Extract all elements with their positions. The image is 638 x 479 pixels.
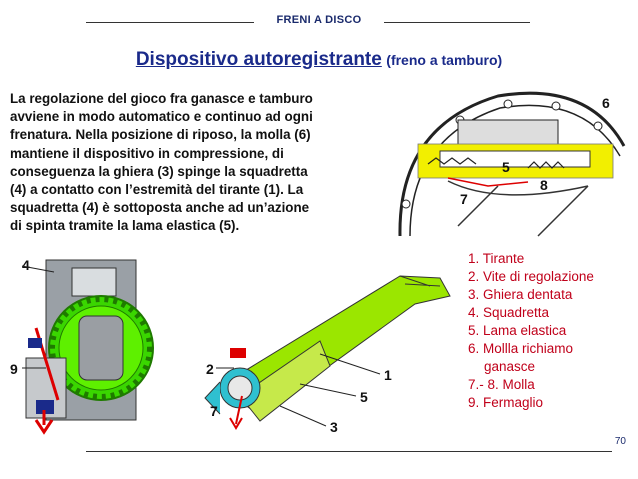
legend-item: 3. Ghiera dentata	[468, 287, 573, 302]
paragraph-line: squadretta (4) è sottoposta anche ad un’…	[10, 200, 310, 216]
drum-brake-figure: 6 5 7 8	[398, 91, 626, 237]
adjuster-rod-figure: 2 1 5 7 3	[204, 275, 451, 435]
slide-title: Dispositivo autoregistrante (freno a tam…	[0, 49, 638, 71]
legend-item: 7.- 8. Molla	[468, 377, 535, 392]
legend-item: 5. Lama elastica	[468, 323, 567, 338]
drum-label-7: 7	[460, 191, 468, 207]
drum-label-6: 6	[602, 95, 610, 111]
rod-label-3: 3	[330, 419, 338, 435]
legend-item: 4. Squadretta	[468, 305, 550, 320]
rod-label-7: 7	[210, 403, 218, 419]
component-legend: 1. Tirante 2. Vite di regolazione 3. Ghi…	[468, 250, 594, 412]
header-text: FRENI A DISCO	[276, 14, 362, 26]
adjuster-gear-figure: 4 9	[10, 257, 154, 435]
header-rule-right	[384, 22, 530, 23]
paragraph-line: avviene in modo automatico e continuo ad…	[10, 109, 313, 125]
paragraph-line: di spinta tramite la lama elastica (5).	[10, 218, 240, 234]
legend-item: 6. Mollla richiamo	[468, 341, 574, 356]
rod-label-2: 2	[206, 361, 214, 377]
paragraph-line: (4) a contatto con l’estremità del tiran…	[10, 182, 304, 198]
page-number: 70	[614, 436, 626, 447]
footer-rule	[86, 451, 612, 452]
title-main: Dispositivo autoregistrante	[135, 49, 382, 70]
paragraph-line: La regolazione del gioco fra ganasce e t…	[10, 91, 313, 106]
rod-label-1: 1	[384, 367, 392, 383]
drum-label-5: 5	[502, 159, 510, 175]
drum-label-8: 8	[540, 177, 548, 193]
paragraph-line: conseguenza la ghiera (3) spinge la squa…	[10, 163, 308, 179]
rod-label-5: 5	[360, 389, 368, 405]
gear-label-9: 9	[10, 361, 18, 377]
title-sub: (freno a tamburo)	[386, 52, 503, 68]
paragraph-line: mantiene il dispositivo in compressione,…	[10, 145, 284, 161]
gear-label-4: 4	[22, 257, 30, 273]
legend-item: 9. Fermaglio	[468, 395, 544, 410]
legend-item: 1. Tirante	[468, 251, 525, 266]
description-paragraph: La regolazione del gioco fra ganasce e t…	[10, 90, 382, 236]
header-rule-left	[86, 22, 254, 23]
legend-item: 2. Vite di regolazione	[468, 269, 594, 284]
legend-item-continuation: ganasce	[484, 359, 536, 374]
paragraph-line: frenatura. Nella posizione di riposo, la…	[10, 127, 311, 143]
